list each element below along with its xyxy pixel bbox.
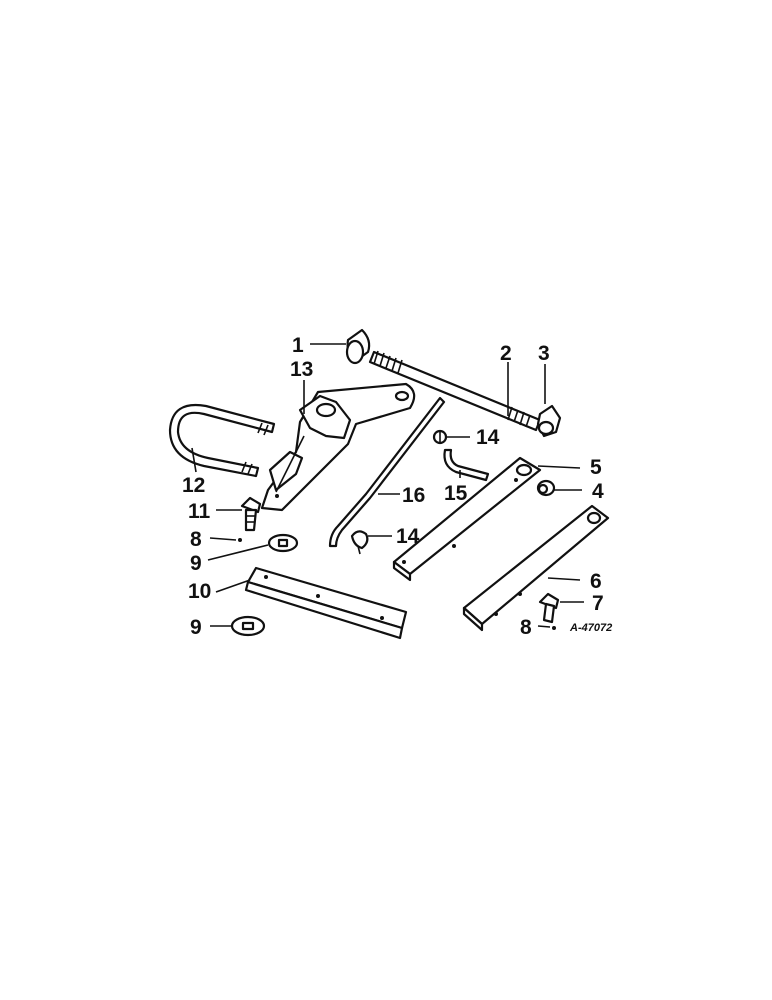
lube-tube-part [328,396,446,548]
callout-8-left: 8 [190,528,202,551]
callout-14-lower: 14 [396,525,420,548]
callout-labels: 1 2 3 4 5 6 7 8 8 9 9 10 11 12 13 14 14 … [182,334,604,639]
callout-3: 3 [538,342,550,365]
callout-15: 15 [444,482,468,505]
bushing-part [536,479,556,497]
callout-4: 4 [592,480,604,503]
lower-bar-part [462,504,610,632]
callout-8-right: 8 [520,616,532,639]
washer-part-lower [230,615,266,637]
callout-12: 12 [182,474,205,497]
callout-7: 7 [592,592,604,615]
grease-fitting-part-lower [350,530,369,555]
callout-9-upper: 9 [190,552,202,575]
threaded-rod-part [368,350,542,432]
callout-13: 13 [290,358,313,381]
leader-lines [191,343,584,628]
grease-fitting-part-upper [432,429,448,445]
callout-1: 1 [292,334,304,357]
spacer-sleeve-part [345,328,371,365]
callout-14-upper: 14 [476,426,500,449]
lock-washer-part-right [552,626,556,630]
washer-part-upper [267,533,299,553]
elbow-tube-part [443,448,490,482]
bolt-part-right [538,592,560,624]
u-bolt-part [168,403,276,478]
upper-bar-part [392,456,542,582]
bracket-arm-part [260,382,416,512]
nut-part [536,404,562,438]
callout-10: 10 [188,580,211,603]
callout-16: 16 [402,484,425,507]
bolt-part-left [240,496,262,532]
callout-2: 2 [500,342,512,365]
callout-9-lower: 9 [190,616,202,639]
lock-washer-part-left [238,538,242,542]
callout-11: 11 [188,500,211,523]
reference-code: A-47072 [569,622,612,634]
callout-6: 6 [590,570,602,593]
callout-5: 5 [590,456,602,479]
angle-bar-part [244,566,408,640]
